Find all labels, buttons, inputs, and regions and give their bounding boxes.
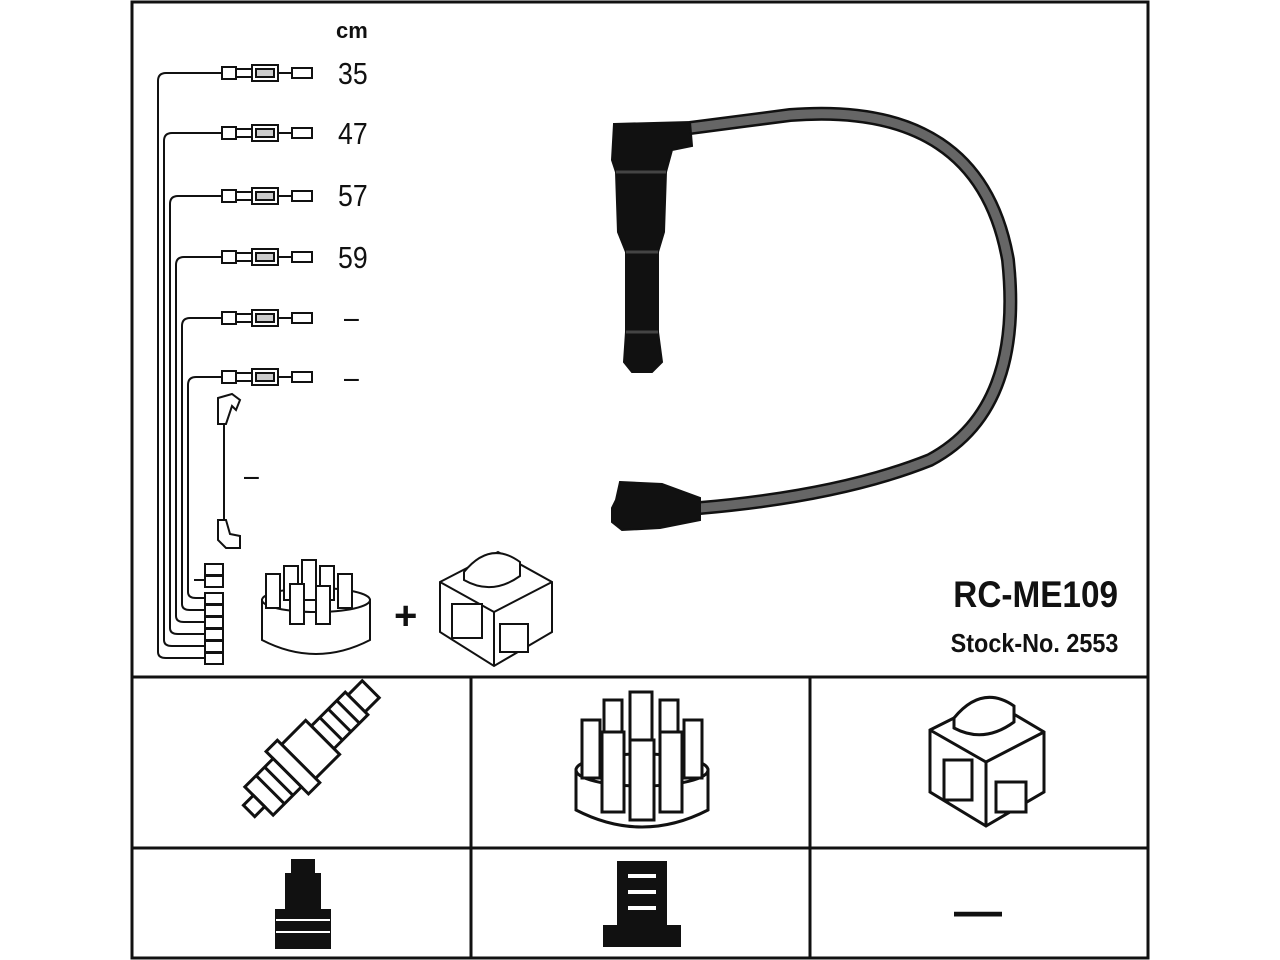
- coil-boot-icon: [603, 861, 681, 947]
- ignition-coil-small: [439, 550, 553, 668]
- cable-connector-2: [221, 124, 313, 142]
- cable-length-1: 35: [338, 56, 368, 91]
- cable-connector-5: [221, 309, 313, 327]
- cable-connector-4: [221, 248, 313, 266]
- cable-length-2: 47: [338, 116, 368, 151]
- distributor-cap-icon: [574, 690, 710, 829]
- cable-connectors: [217, 64, 313, 549]
- stock-number: Stock-No. 2553: [950, 628, 1118, 658]
- distributor-cap-small: [261, 559, 371, 655]
- cable-connector-1: [221, 64, 313, 82]
- ignition-coil-icon: [928, 696, 1046, 828]
- plus-sign: +: [394, 594, 418, 638]
- cable-connector-3: [221, 187, 313, 205]
- spark-plug-icon: [241, 678, 382, 819]
- cable-length-coil: –: [244, 458, 259, 493]
- cable-length-5: –: [344, 300, 359, 335]
- cable-terminals: [204, 563, 224, 665]
- cable-length-3: 57: [338, 178, 368, 213]
- cable-connector-6: [221, 368, 313, 386]
- part-number: RC-ME109: [953, 574, 1118, 615]
- cable-length-4: 59: [338, 240, 368, 275]
- empty-cell-mark: —: [954, 885, 1002, 938]
- coil-cable-vertical: [217, 392, 242, 549]
- cable-bundle: [157, 72, 222, 659]
- cable-length-6: –: [344, 360, 359, 395]
- ht-cable-main: [610, 106, 1018, 532]
- frame: [130, 0, 1150, 960]
- unit-label: cm: [336, 18, 368, 43]
- spark-plug-boot-icon: [275, 859, 331, 949]
